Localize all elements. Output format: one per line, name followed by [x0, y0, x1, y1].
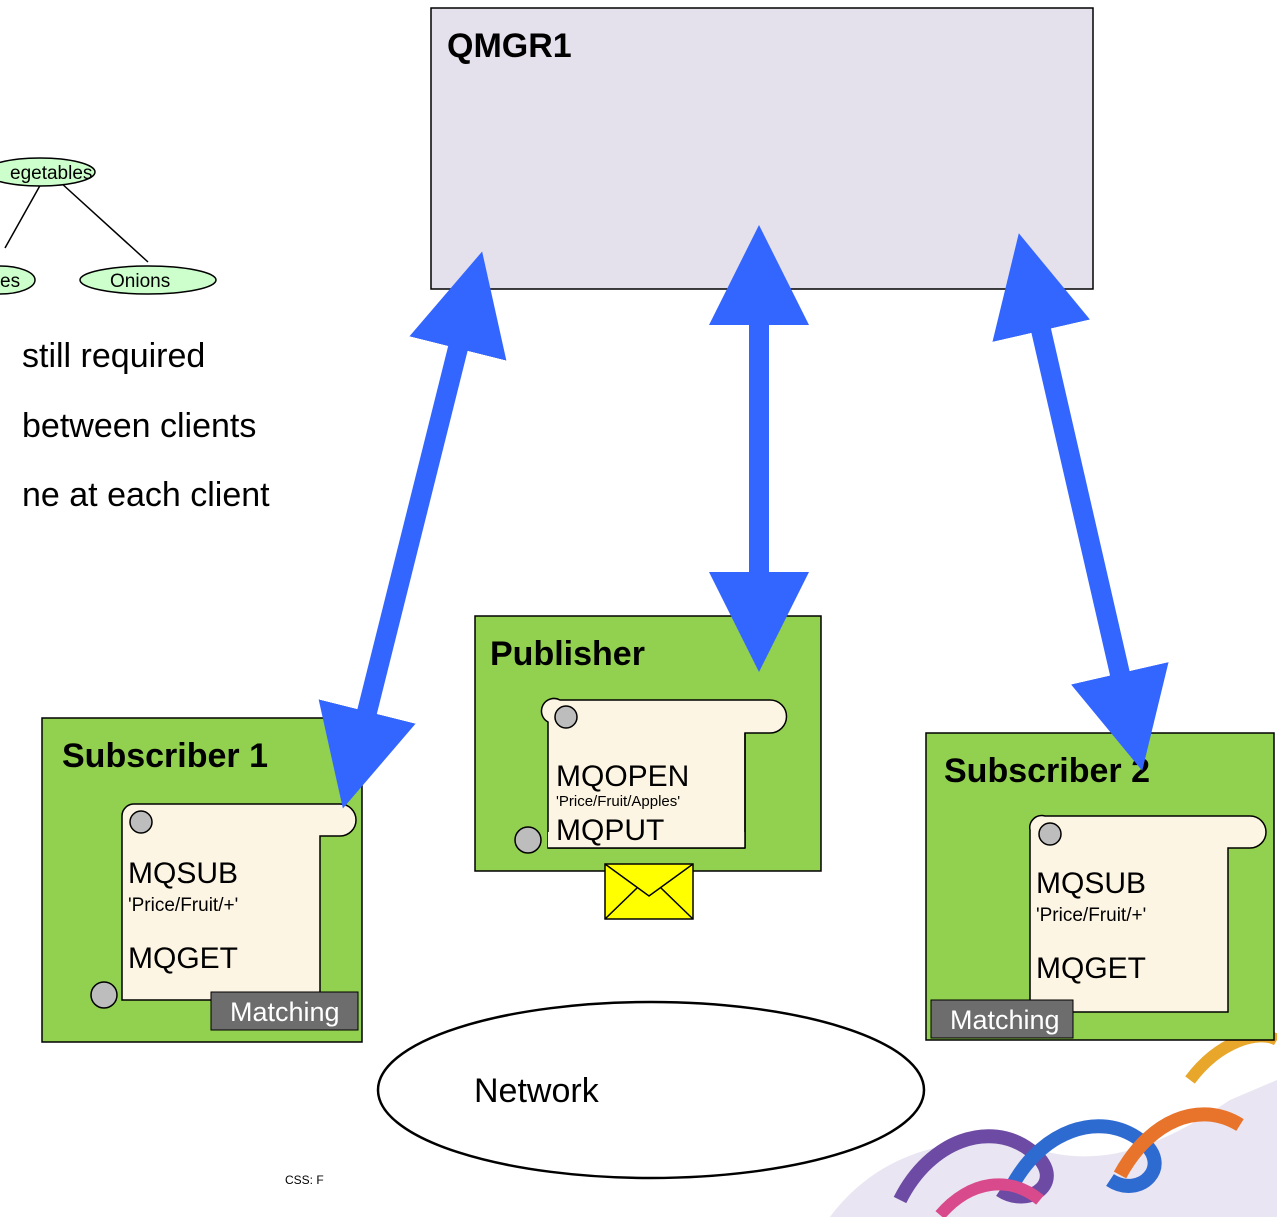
bullet-text-block: still required between clients ne at eac… — [22, 337, 270, 514]
network-ellipse: Network — [376, 1000, 926, 1180]
subscriber2-call: MQGET — [1036, 952, 1146, 985]
publisher-box: Publisher MQOPEN 'Price/Fruit/Apples' MQ… — [474, 615, 822, 920]
tree-node-onions — [79, 265, 217, 295]
subscriber1-call: MQSUB — [128, 857, 238, 890]
subscriber2-topic: 'Price/Fruit/+' — [1036, 905, 1146, 926]
subscriber2-call: MQSUB — [1036, 867, 1146, 900]
footer-code: CSS: F — [285, 1173, 324, 1187]
tree-node-label: Onions — [110, 271, 170, 292]
bullet-line: still required — [22, 337, 205, 375]
topic-tree: egetables Onions es — [0, 157, 217, 295]
publisher-scroll — [514, 697, 788, 854]
subscriber1-box: Subscriber 1 MQSUB 'Price/Fruit/+' MQGET… — [41, 717, 363, 1043]
subscriber1-scroll — [90, 803, 357, 1009]
tree-node-label: egetables — [10, 163, 92, 184]
bullet-line: ne at each client — [22, 476, 270, 514]
tree-node-partial — [0, 265, 36, 295]
qmgr-title: QMGR1 — [447, 27, 572, 65]
connection-arrow-subscriber1 — [318, 251, 507, 809]
bullet-line: between clients — [22, 407, 256, 445]
publisher-title: Publisher — [490, 635, 645, 673]
envelope-icon — [604, 863, 694, 920]
subscriber2-scroll — [1029, 814, 1267, 1013]
connection-arrow-subscriber2 — [992, 233, 1169, 771]
publisher-call: MQPUT — [556, 814, 664, 847]
network-label: Network — [474, 1072, 600, 1110]
qmgr-box: QMGR1 — [430, 7, 1094, 290]
subscriber2-matching-label: Matching — [950, 1005, 1060, 1035]
subscriber2-box: Subscriber 2 MQSUB 'Price/Fruit/+' MQGET… — [925, 732, 1275, 1041]
subscriber1-matching-box — [210, 991, 359, 1031]
tree-node-vegetables — [0, 157, 96, 187]
publisher-topic: 'Price/Fruit/Apples' — [556, 793, 680, 810]
subscriber1-topic: 'Price/Fruit/+' — [128, 895, 238, 916]
tree-edge — [59, 181, 149, 263]
subscriber1-matching-label: Matching — [230, 997, 340, 1027]
subscriber1-call: MQGET — [128, 942, 238, 975]
subscriber1-title: Subscriber 1 — [62, 737, 268, 775]
tree-node-label: es — [0, 271, 20, 292]
tree-edge — [4, 181, 43, 249]
publisher-call: MQOPEN — [556, 760, 689, 793]
subscriber2-title: Subscriber 2 — [944, 752, 1150, 790]
subscriber2-matching-box — [930, 999, 1074, 1039]
